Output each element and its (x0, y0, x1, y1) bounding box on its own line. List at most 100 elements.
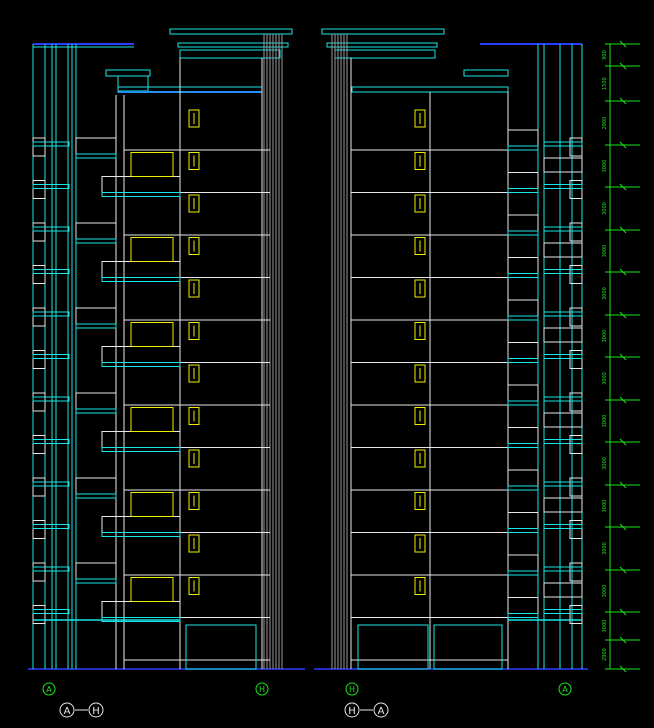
stair-tower-top (105, 69, 151, 77)
balcony-slab (507, 188, 539, 193)
window (188, 492, 200, 510)
balcony-rail (507, 299, 539, 317)
balcony-rail (75, 562, 117, 580)
balcony-rail (101, 431, 181, 448)
roof-cap-2 (326, 42, 438, 48)
ground-opening (185, 624, 257, 670)
side-balcony-slab (32, 609, 70, 614)
side-rail (569, 265, 583, 284)
axis-label-a-left: A (46, 685, 52, 694)
window (414, 364, 426, 383)
dimension-label: 3000 (602, 160, 608, 173)
side-balcony-slab (32, 141, 70, 147)
dimension-label: 3000 (602, 620, 608, 633)
dimension-label: 3000 (602, 330, 608, 343)
dimension-label: 3000 (602, 542, 608, 555)
side-balcony-slab (32, 524, 70, 529)
title-right-from: H (348, 706, 356, 717)
side-balcony-slab (543, 141, 583, 147)
balcony-slab (75, 153, 117, 159)
elevation-a-h (28, 28, 305, 670)
side-balcony-slab (543, 184, 583, 189)
dimension-label: 1500 (602, 77, 608, 90)
axis-annotations: A H H A A H H A (42, 682, 572, 718)
roof-cap (321, 28, 445, 35)
balcony-slab (101, 532, 181, 537)
balcony-slab (75, 323, 117, 329)
window (414, 109, 426, 128)
dimension-slash (619, 97, 627, 105)
side-balcony-slab (543, 566, 583, 572)
balcony-slab (101, 447, 181, 452)
side-balcony-slab (543, 269, 583, 274)
axis-bubble-a-right (558, 682, 572, 696)
balcony-rail-2 (543, 582, 583, 598)
roof-slab (351, 86, 509, 93)
dimension-slash (619, 636, 627, 644)
side-balcony-slab (543, 609, 583, 614)
side-rail (569, 392, 583, 412)
balcony-slab (507, 528, 539, 533)
title-left-from: A (64, 706, 71, 717)
window (188, 322, 200, 340)
side-rail (569, 562, 583, 582)
balcony-rail-2 (543, 412, 583, 428)
side-balcony-slab (32, 354, 70, 359)
side-rail (32, 435, 46, 454)
stair-tower (117, 75, 149, 92)
balcony-rail (75, 477, 117, 495)
balcony-slab (507, 570, 539, 576)
dimension-slash (619, 566, 627, 574)
balcony-rail-2 (543, 157, 583, 173)
window (414, 322, 426, 340)
side-rail (32, 222, 46, 242)
dimension-slash (619, 268, 627, 276)
side-balcony-slab (543, 354, 583, 359)
balcony-slab (101, 277, 181, 282)
window (188, 449, 200, 468)
side-balcony-slab (543, 311, 583, 317)
window (414, 577, 426, 595)
roof-cap (169, 28, 293, 35)
balcony-rail (507, 214, 539, 232)
window (414, 492, 426, 510)
balcony-slab (507, 613, 539, 618)
side-balcony-slab (543, 524, 583, 529)
title-right-to: A (378, 706, 385, 717)
dimension-slash (619, 141, 627, 149)
side-balcony-slab (32, 184, 70, 189)
window (414, 534, 426, 553)
balcony-rail-2 (543, 242, 583, 258)
axis-label-a-right: A (562, 685, 568, 694)
ground-opening (433, 624, 503, 670)
balcony-door (130, 237, 174, 262)
dimension-slash (619, 396, 627, 404)
balcony-door (130, 492, 174, 517)
window (414, 152, 426, 170)
balcony-rail (507, 342, 539, 359)
side-rail (32, 137, 46, 157)
dimension-slash (619, 40, 627, 48)
side-rail (32, 392, 46, 412)
side-balcony-slab (32, 311, 70, 317)
balcony-door (130, 152, 174, 177)
side-rail (32, 307, 46, 327)
balcony-slab (507, 485, 539, 491)
balcony-rail (507, 257, 539, 274)
stair-tower-top (463, 69, 509, 77)
side-rail (32, 520, 46, 539)
dimension-label: 3000 (602, 245, 608, 258)
window (414, 237, 426, 255)
dimension-slash (619, 438, 627, 446)
side-rail (569, 307, 583, 327)
side-balcony-slab (543, 481, 583, 487)
dimension-label: 2900 (602, 117, 608, 130)
balcony-slab (75, 408, 117, 414)
axis-bubble-h-right (345, 682, 359, 696)
title-left: A H (59, 702, 104, 718)
dimension-label: 3000 (602, 415, 608, 428)
axis-label-h-left: H (259, 685, 265, 694)
dimension-column: 9001500290030003000300030003000300030003… (602, 40, 640, 673)
